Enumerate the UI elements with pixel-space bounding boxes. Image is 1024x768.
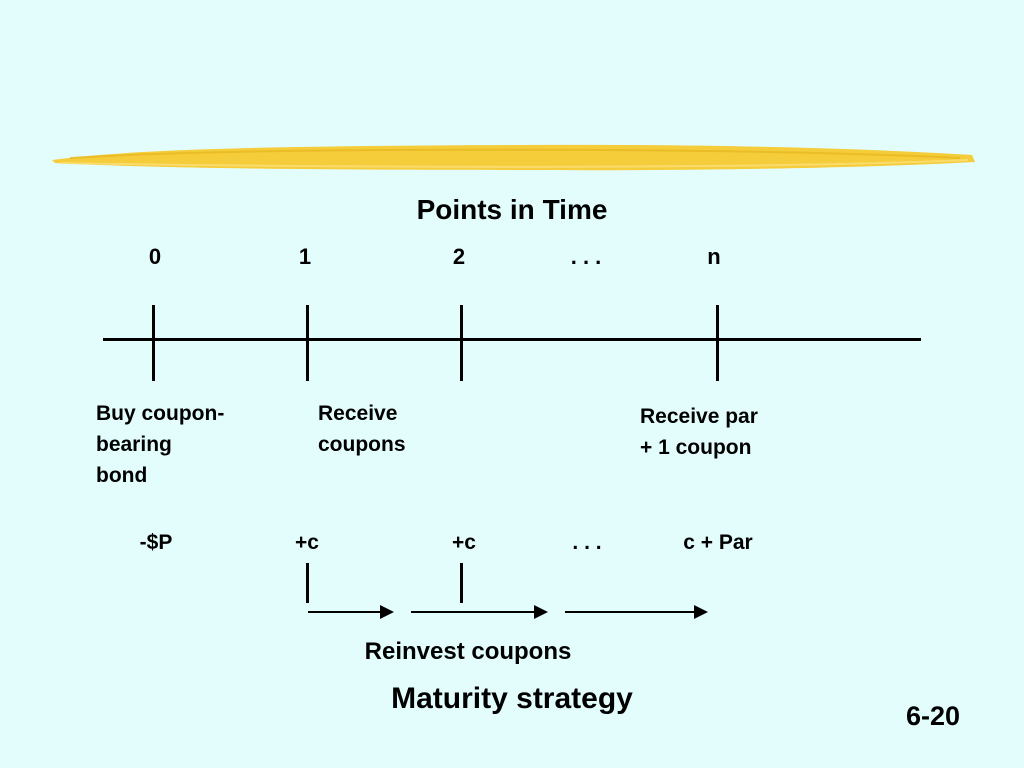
timeline-tick-2 — [460, 305, 463, 381]
reinvest-arrow-2 — [411, 605, 548, 619]
receive-par-label: Receive par + 1 coupon — [640, 405, 758, 459]
reinvest-arrow-1 — [308, 605, 394, 619]
cashflow-final: c + Par — [683, 531, 753, 554]
timeline-title: Points in Time — [416, 194, 608, 225]
tick-label-1: 1 — [298, 244, 312, 269]
timeline-tick-0 — [152, 305, 155, 381]
tick-label-n: n — [707, 244, 721, 269]
receive-coupons-label: Receive coupons — [318, 402, 406, 456]
tick-label-2: 2 — [452, 244, 466, 269]
tick-label-ellipsis: . . . — [570, 244, 602, 269]
timeline-tick-n — [716, 305, 719, 381]
slide-number: 6-20 — [905, 701, 960, 731]
cashflow-ellipsis: . . . — [572, 531, 602, 554]
highlight-banner — [52, 144, 975, 171]
cashflow-coupon-1: +c — [295, 531, 319, 554]
cashflow-initial: -$P — [139, 531, 173, 554]
cashflow-coupon-2: +c — [452, 531, 476, 554]
tick-label-0: 0 — [148, 244, 162, 269]
reinvest-tick-1 — [306, 563, 309, 603]
reinvest-tick-2 — [460, 563, 463, 603]
timeline-tick-1 — [306, 305, 309, 381]
timeline-axis — [103, 338, 921, 341]
strategy-title: Maturity strategy — [391, 682, 633, 715]
reinvest-arrow-3 — [565, 605, 708, 619]
buy-bond-label: Buy coupon- bearing bond — [96, 402, 225, 487]
reinvest-label: Reinvest coupons — [364, 638, 572, 665]
